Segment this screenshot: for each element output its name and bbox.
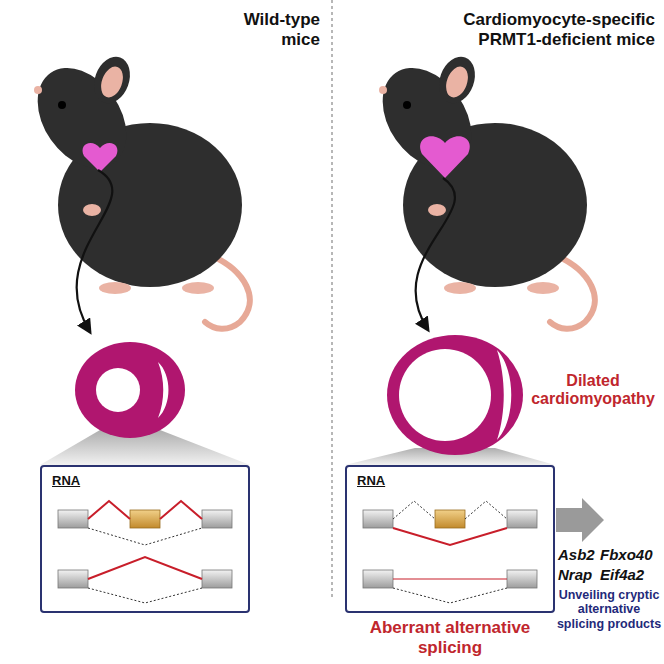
gene-name: Fbxo40	[600, 546, 660, 563]
gene-name: Nrap	[558, 566, 600, 583]
gene-name: Eif4a2	[600, 566, 660, 583]
panel-heading: RNA	[52, 473, 80, 488]
rna-panel: RNA	[40, 465, 250, 613]
rna-panel: RNA	[345, 465, 555, 613]
group-title: Wild-type mice	[205, 10, 320, 49]
phenotype-label: Dilated cardiomyopathy	[526, 372, 660, 409]
finding-label: Aberrant alternative splicing	[345, 618, 555, 657]
gene-name: Asb2	[558, 546, 600, 563]
group-title: Cardiomyocyte-specific PRMT1-deficient m…	[425, 10, 655, 49]
panel-heading: RNA	[357, 473, 385, 488]
result-note: Unveiling cryptic alternative splicing p…	[556, 588, 662, 631]
